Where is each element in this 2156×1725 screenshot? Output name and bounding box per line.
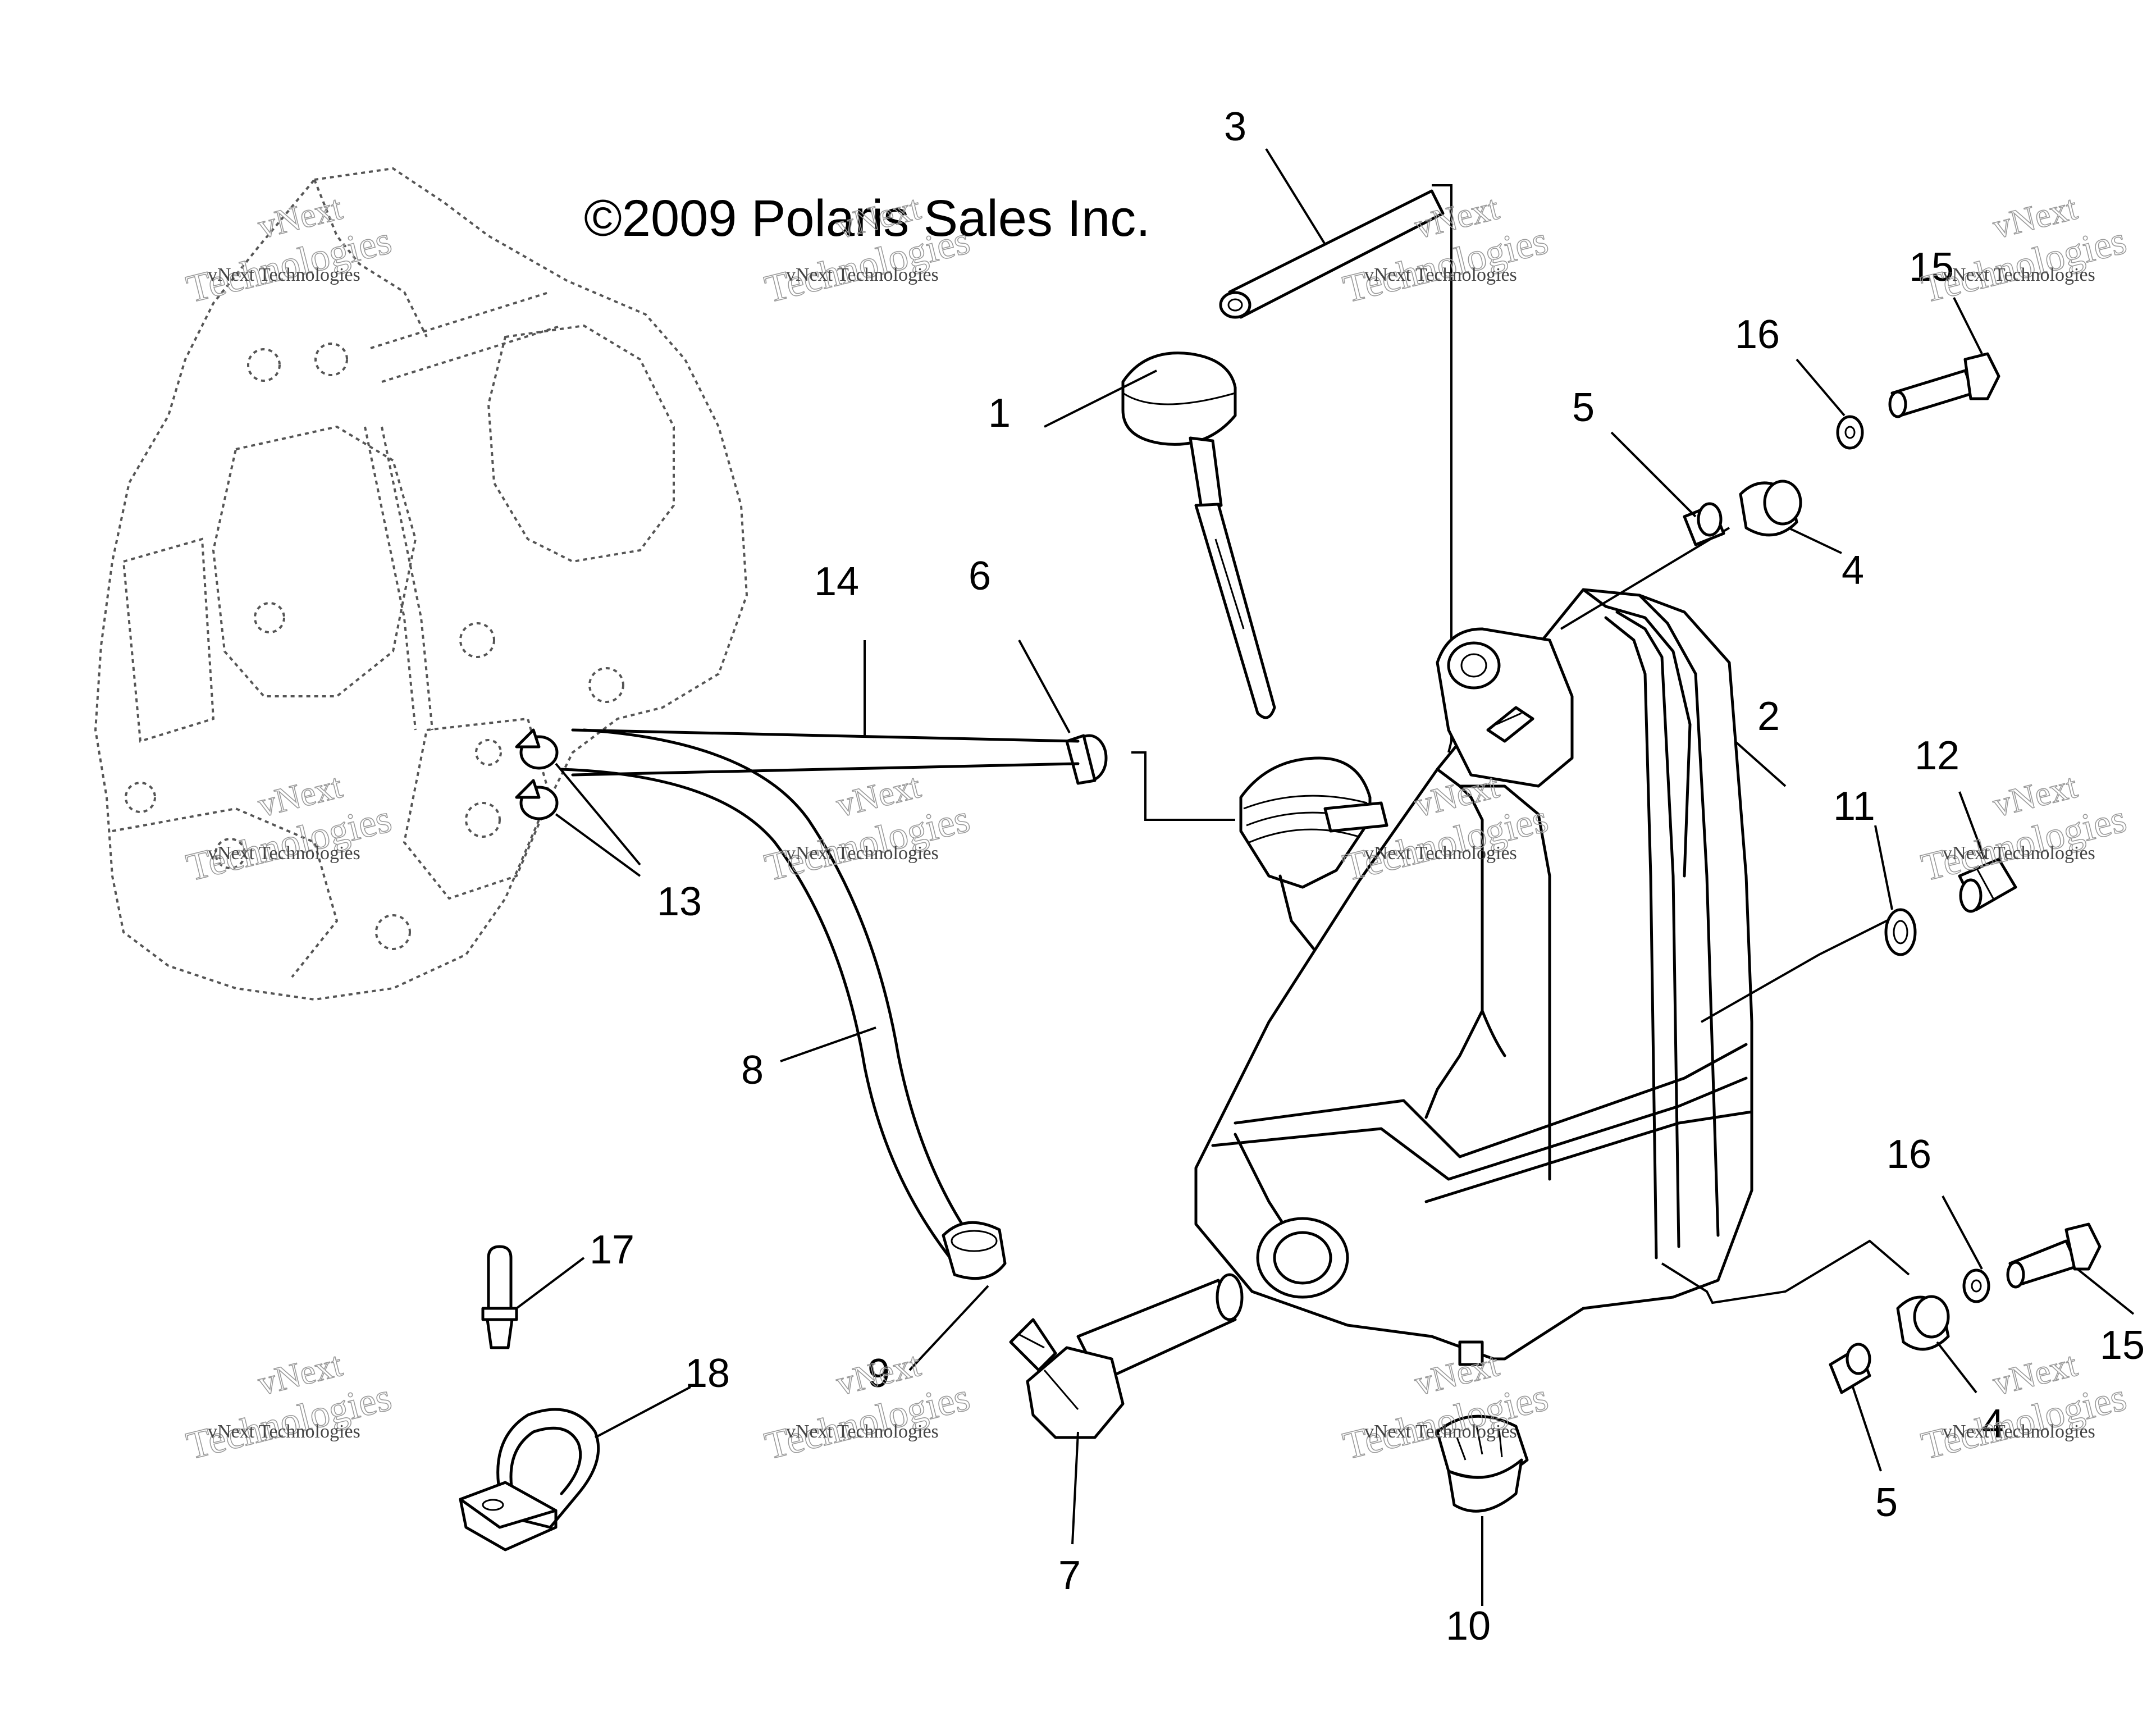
callout-2: 2 — [1757, 694, 1780, 739]
watermark-small: vNext Technologies — [1364, 843, 1517, 864]
callout-8: 8 — [741, 1048, 764, 1093]
callout-4-upper: 4 — [1842, 548, 1864, 593]
copyright-notice: ©2009 Polaris Sales Inc. — [584, 190, 1150, 247]
part-3-vent-tube — [1219, 148, 1452, 753]
callout-3: 3 — [1224, 104, 1246, 149]
watermark-small: vNext Technologies — [1364, 1421, 1517, 1442]
callout-11: 11 — [1833, 784, 1875, 829]
callout-17: 17 — [590, 1227, 634, 1272]
watermark-small: vNext Technologies — [1364, 264, 1517, 285]
callout-15-lower: 15 — [2100, 1323, 2145, 1368]
lower-mount-hardware — [1829, 1195, 2135, 1472]
part-9-clamp — [908, 1221, 1007, 1371]
callout-12: 12 — [1915, 733, 1959, 778]
callout-1: 1 — [988, 391, 1011, 436]
part-14-hose — [571, 640, 1080, 777]
callout-labels: 1 2 3 4 4 5 5 6 7 8 9 10 11 12 13 14 15 … — [590, 104, 2145, 1649]
callout-7: 7 — [1058, 1553, 1081, 1598]
part-10-drain-plug — [1436, 1414, 1529, 1606]
part-2-oil-tank — [1194, 527, 1910, 1366]
callout-4-lower: 4 — [1982, 1402, 2004, 1446]
part-13-clamps — [515, 728, 641, 877]
part-11-washer — [1874, 825, 1917, 956]
engine-outline — [94, 167, 748, 1001]
callout-16-lower: 16 — [1886, 1132, 1931, 1177]
watermark-small: vNext Technologies — [208, 264, 360, 285]
callout-9: 9 — [867, 1351, 890, 1396]
part-8-hose — [560, 728, 979, 1265]
part-7-elbow-fitting — [1009, 1273, 1244, 1545]
watermark-small: vNext Technologies — [1943, 264, 2095, 285]
watermark-small: vNext Technologies — [208, 843, 360, 864]
callout-5-upper: 5 — [1572, 385, 1595, 430]
part-1-dipstick — [1044, 352, 1276, 719]
callout-5-lower: 5 — [1875, 1480, 1898, 1525]
callout-10: 10 — [1446, 1604, 1491, 1649]
callout-15-upper: 15 — [1909, 245, 1954, 290]
callout-16-upper: 16 — [1735, 312, 1780, 357]
watermark-small: vNext Technologies — [786, 843, 939, 864]
watermark-small: vNext Technologies — [786, 1421, 939, 1442]
watermark-small: vNext Technologies — [1943, 843, 2095, 864]
watermark-small: vNext Technologies — [786, 264, 939, 285]
part-17-push-pin — [481, 1245, 585, 1349]
watermark-small: vNext Technologies — [1943, 1421, 2095, 1442]
callout-14: 14 — [814, 559, 859, 604]
upper-mount-hardware — [1610, 297, 2000, 554]
part-18-p-clip — [459, 1386, 691, 1551]
part-12-fitting — [1958, 791, 2017, 913]
watermark-small: vNext Technologies — [208, 1421, 360, 1442]
callout-6: 6 — [969, 554, 991, 599]
callout-13: 13 — [657, 879, 702, 924]
part-6-hose-clamp — [1018, 640, 1235, 821]
callout-18: 18 — [685, 1351, 730, 1396]
